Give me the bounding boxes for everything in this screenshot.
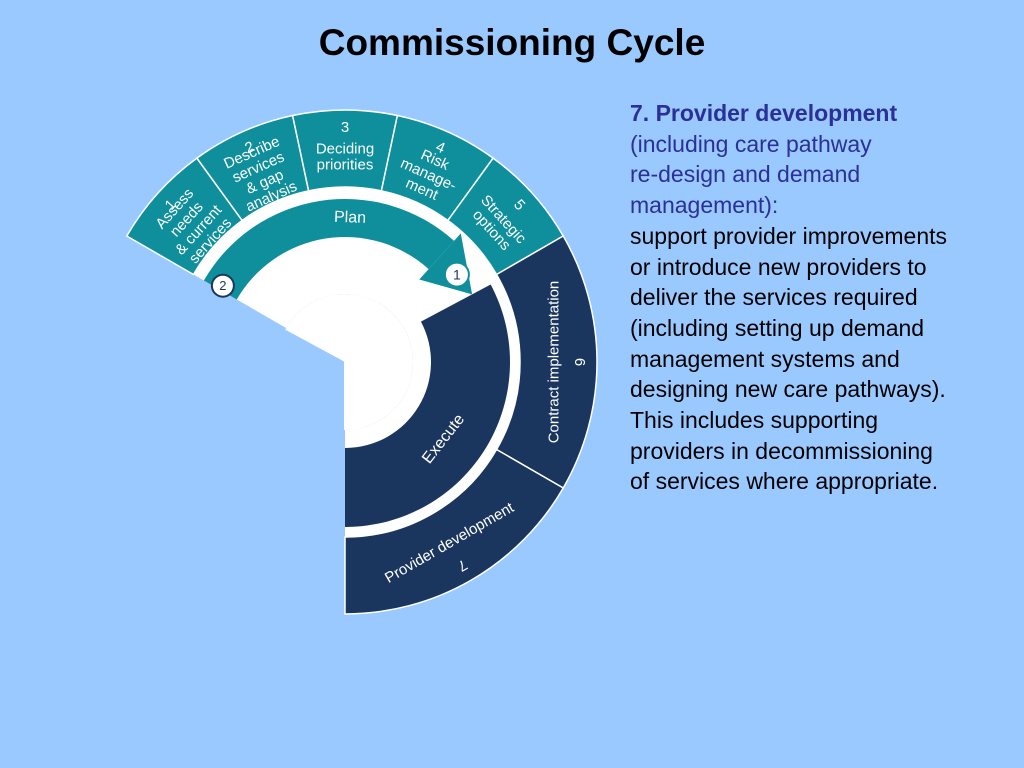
segment-label-line: priorities: [317, 157, 374, 174]
panel-subheading-line: re-design and demand: [630, 161, 861, 188]
panel-body-line: management systems and: [630, 345, 900, 372]
plan-label: Plan: [334, 209, 367, 227]
panel-body-line: This includes supporting: [630, 407, 879, 434]
segment-number: 3: [341, 119, 349, 136]
panel-body-line: providers in decommissioning: [630, 437, 933, 464]
panel-body-line: support provider improvements: [630, 222, 948, 249]
panel-body-line: deliver the services required: [630, 284, 918, 311]
panel-subheading: (including care pathway re-design and dem…: [630, 129, 1010, 221]
panel-body-line: (including setting up demand: [630, 314, 925, 341]
segment-label-line: Deciding: [316, 141, 374, 158]
panel-body-line: or introduce new providers to: [630, 253, 927, 280]
plan-band: [203, 199, 455, 300]
segment-label: Riskmanage-ment: [391, 140, 465, 209]
panel-body-line: of services where appropriate.: [630, 468, 939, 495]
description-panel: 7. Provider development (including care …: [630, 98, 1010, 497]
panel-body: support provider improvements or introduc…: [630, 221, 1010, 497]
arrow-badges: 12: [210, 261, 470, 298]
arrow-badge-circle: [210, 273, 235, 298]
arrow-badge-number: 2: [219, 278, 226, 293]
panel-subheading-line: (including care pathway: [630, 130, 872, 157]
page-title: Commissioning Cycle: [318, 22, 706, 63]
outer-ring: [125, 109, 598, 615]
middle-ring: [75, 186, 520, 622]
panel-body-line: designing new care pathways).: [630, 376, 946, 403]
panel-subheading-line: management):: [630, 192, 779, 219]
segment-number: 6: [571, 358, 588, 366]
segment-label: Contract implementation: [545, 281, 562, 444]
cutaway: [75, 360, 344, 622]
arrow-badge-number: 1: [453, 266, 461, 282]
panel-heading: 7. Provider development: [630, 100, 898, 126]
arrow-badge-circle: [443, 261, 470, 288]
execute-band: [345, 284, 510, 527]
